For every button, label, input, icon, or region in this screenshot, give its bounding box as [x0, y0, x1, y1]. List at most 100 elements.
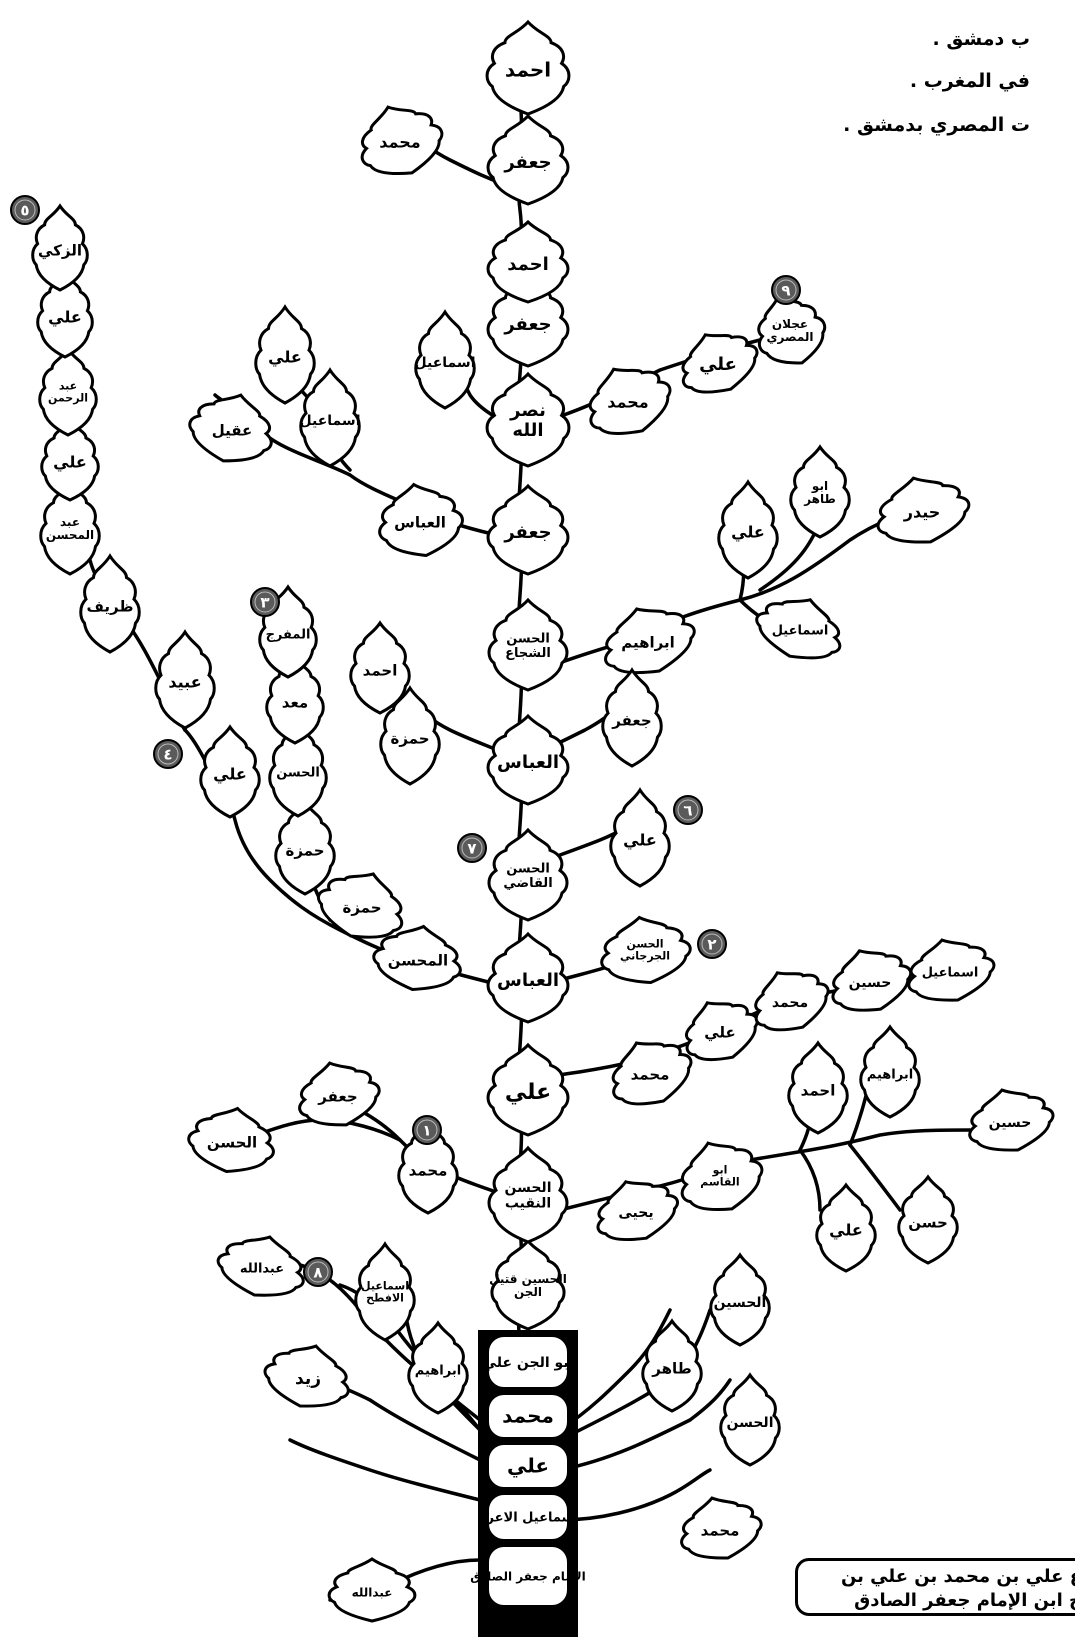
leaf-label: العباس: [394, 514, 446, 532]
leaf-label: المحسن: [388, 952, 448, 970]
leaf-label: حمزة: [390, 730, 429, 748]
leaf-label: الحسن: [207, 1134, 257, 1152]
leaf-label: جعفر: [503, 314, 551, 335]
leaf-hasan-r4: حسن: [899, 1177, 958, 1263]
leaf-label: المفرج: [266, 628, 311, 643]
leaf-main-hasan-shuja: الحسنالشجاع: [489, 600, 567, 690]
leaf-label: حمزة: [285, 842, 324, 860]
leaf-ali-r: علي: [719, 482, 778, 578]
leaf-label: عقيل: [212, 422, 253, 440]
leaf-ubayd: عبيد: [156, 632, 215, 728]
trunk-cell-4: اسماعيل الاعرج: [477, 1511, 579, 1526]
leaf-hamza-c: حمزة: [276, 802, 335, 894]
leaf-abdullah-b: عبدالله: [329, 1559, 415, 1621]
leaf-label: جعفر: [611, 712, 651, 730]
leaf-label: احمد: [801, 1082, 836, 1100]
leaf-main-ahmad1: احمد: [488, 222, 568, 302]
leaf-zaki: الزكي: [33, 206, 88, 290]
leaf-main-abbas1: العباس: [488, 934, 568, 1022]
leaf-label: علي: [48, 308, 82, 328]
leaf-muhammad-b: محمد: [575, 351, 681, 449]
leaf-ismail-r3: اسماعيل: [900, 929, 1001, 1012]
badge-number: ٢: [707, 936, 716, 954]
badge-number: ٥: [20, 202, 29, 220]
leaf-ali-l: علي: [256, 307, 315, 403]
badge-number: ٧: [467, 840, 476, 858]
leaf-zayd: زيد: [259, 1335, 358, 1417]
leaf-label: محمد: [772, 995, 808, 1011]
leaf-label: جعفر: [503, 522, 551, 543]
leaf-label: اسماعيل: [300, 413, 361, 429]
trunk-ladder: ابو الجن عليمحمدعلياسماعيل الاعرجالإمام …: [470, 1330, 586, 1637]
caption-line-2: ج ابن الإمام جعفر الصادق: [798, 1589, 1075, 1613]
leaf-ismail-r: اسماعيل: [749, 585, 852, 671]
caption-line-1: ع علي بن محمد بن علي بن: [798, 1565, 1075, 1589]
leaf-label: طاهر: [651, 1360, 692, 1378]
leaf-main-jafar1: جعفر: [488, 486, 568, 574]
badge-number: ٨: [313, 1264, 322, 1282]
badge-7: ٧: [458, 834, 486, 862]
leaf-ali-6: علي: [611, 790, 670, 886]
leaf-top-muhammad: محمد: [349, 93, 452, 187]
leaf-hasan-l1: الحسن: [184, 1101, 280, 1179]
leaf-label: عبيد: [168, 673, 201, 692]
trunk-cell-1: ابو الجن علي: [483, 1355, 574, 1371]
leaf-tahir: طاهر: [643, 1321, 702, 1411]
leaf-label: ابراهيم: [867, 1068, 913, 1083]
leaf-ali-c: علي: [669, 318, 767, 406]
leaf-label: حسين: [849, 975, 892, 991]
trunk-cell-2: محمد: [502, 1404, 554, 1428]
leaf-ibrahim-b: ابراهيم: [409, 1323, 468, 1413]
leaf-main-abbas2: العباس: [488, 716, 568, 804]
leaf-label: الحسنالشجاع: [505, 631, 551, 660]
branch-line-25: [800, 1150, 820, 1210]
leaf-label: جعفر: [317, 1088, 357, 1106]
leaf-label: حيدر: [903, 503, 941, 522]
leaf-label: علي: [829, 1221, 863, 1241]
badge-4: ٤: [154, 740, 182, 768]
leaf-label: اسماعيل: [922, 966, 979, 981]
leaf-label: علي: [268, 348, 302, 368]
leaf-label: ابراهيم: [415, 1364, 461, 1379]
leaf-muhammad-r2: محمد: [598, 1025, 701, 1118]
leaf-label: حمزة: [342, 899, 381, 917]
leaf-label: عبدالله: [352, 1586, 393, 1600]
leaf-label: العباس: [497, 970, 559, 991]
leaf-hasan-b: الحسن: [721, 1375, 780, 1465]
leaf-label: علي: [505, 1080, 551, 1105]
leaf-main-ahmad2: احمد: [487, 22, 569, 114]
badge-6: ٦: [674, 796, 702, 824]
leaf-muhammad-bot: محمد: [672, 1487, 767, 1568]
leaf-label: حسن: [908, 1214, 948, 1232]
leaf-yahya: يحيى: [586, 1167, 685, 1252]
leaf-abdullah-a: عبدالله: [212, 1226, 312, 1307]
leaf-ali-4: علي: [201, 727, 260, 817]
leaf-label: محمد: [701, 1522, 740, 1540]
leaf-main-jafar3: جعفر: [488, 116, 568, 204]
leaf-abbas-l: العباس: [372, 477, 467, 562]
leaf-label: علي: [699, 354, 737, 375]
leaf-label: اسماعيل: [415, 355, 476, 371]
leaf-label: يحيى: [618, 1205, 653, 1221]
leaf-label: حسين: [989, 1115, 1032, 1131]
leaf-label: الحسنالجرجاني: [620, 938, 670, 963]
trunk-cell-3: علي: [507, 1454, 549, 1479]
badge-3: ٣: [251, 588, 279, 616]
leaf-ismail-l: اسماعيل: [300, 370, 361, 466]
leaf-label: علي: [53, 453, 87, 473]
leaf-label: عبدالله: [240, 1262, 284, 1277]
leaf-label: علي: [731, 523, 765, 543]
badge-number: ٣: [260, 594, 269, 612]
leaf-label: جعفر: [503, 152, 551, 173]
badge-9: ٩: [772, 276, 800, 304]
leaf-main-ali: علي: [488, 1045, 568, 1135]
badge-5: ٥: [11, 196, 39, 224]
